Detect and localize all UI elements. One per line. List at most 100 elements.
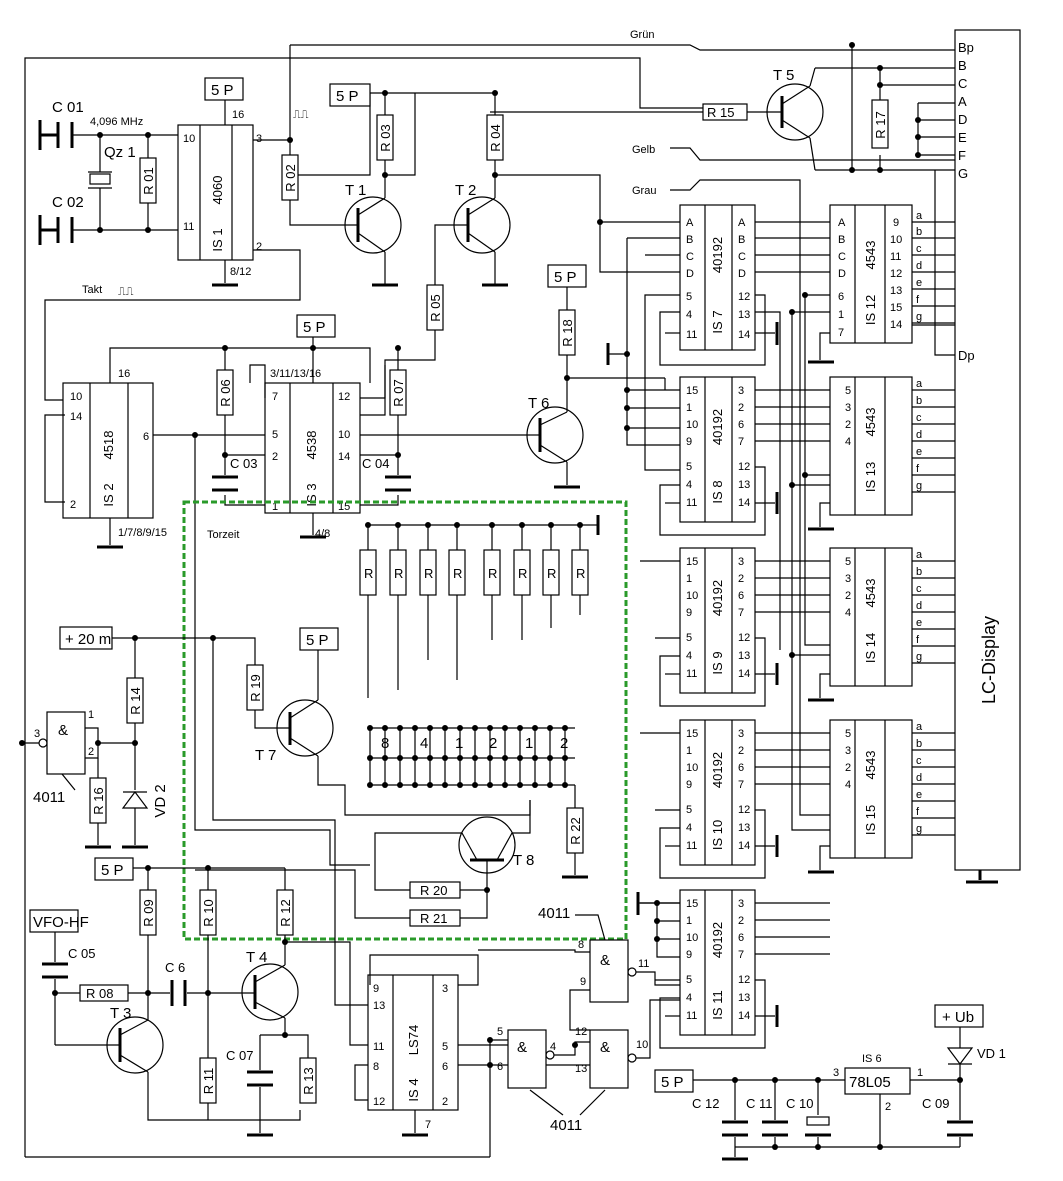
network-resistor: R (571, 522, 589, 615)
svg-text:1: 1 (917, 1067, 923, 1079)
segment-label: b (916, 738, 922, 750)
counter-bus-wires (606, 295, 830, 958)
pin-left: 10 (686, 590, 698, 602)
capacitor-c07: C 07 (226, 1048, 273, 1137)
decoder-name: IS 13 (863, 462, 878, 492)
pin-right: 7 (738, 436, 744, 448)
svg-text:14: 14 (338, 451, 350, 463)
svg-text:4011: 4011 (33, 789, 65, 806)
svg-text:3: 3 (34, 728, 40, 740)
junction (382, 782, 388, 788)
pin-c: C (958, 76, 967, 91)
svg-text:A: A (686, 217, 694, 229)
svg-text:11: 11 (183, 221, 194, 233)
transistor-t3: T 3 (106, 1005, 301, 1121)
pin-right: 6 (738, 419, 744, 431)
frame-wires (24, 44, 955, 1158)
resistor-label: R (547, 566, 556, 581)
pin-g: G (958, 166, 968, 181)
svg-text:R 09: R 09 (141, 899, 156, 926)
transistor-t1: T 1 (289, 182, 402, 287)
svg-text:4: 4 (686, 309, 692, 321)
svg-text:b: b (916, 226, 922, 238)
lc-display: LC-Display Bp B C A D E F G Dp (954, 29, 1021, 884)
capacitor-c03: C 03 (212, 456, 257, 492)
pin-right: 2 (738, 745, 744, 757)
segment-label: d (916, 772, 922, 784)
svg-text:R 03: R 03 (378, 124, 393, 151)
segment-label: c (916, 412, 922, 424)
junction (457, 725, 463, 731)
wire (659, 979, 766, 1049)
pin-left: 1 (686, 745, 692, 757)
pin-right: 2 (738, 402, 744, 414)
svg-text:R 07: R 07 (391, 379, 406, 406)
junction (457, 755, 463, 761)
svg-text:C 01: C 01 (52, 99, 84, 116)
pin-left: 2 (845, 419, 851, 431)
counter-name: IS 9 (710, 651, 725, 674)
pin-lower-right: 13 (738, 822, 750, 834)
pin-a: A (958, 94, 967, 109)
svg-text:9: 9 (580, 976, 586, 988)
transistor-t4: T 4 (241, 949, 309, 1070)
decoder-type: 4543 (863, 751, 878, 780)
svg-text:C: C (838, 251, 846, 263)
junction (562, 755, 568, 761)
pin-left: 15 (686, 728, 698, 740)
segment-label: a (916, 378, 923, 390)
takt-waveform-icon: ⎍⎍ (118, 286, 134, 298)
svg-text:11: 11 (373, 1041, 384, 1053)
junction (367, 725, 373, 731)
pin-left: 5 (845, 385, 851, 397)
pin-left: 10 (686, 762, 698, 774)
network-resistor: R (359, 522, 377, 698)
svg-text:13: 13 (738, 309, 750, 321)
pin-left: 15 (686, 556, 698, 568)
svg-text:B: B (686, 234, 693, 246)
resistor-label: R (453, 566, 462, 581)
pin-left: 5 (845, 556, 851, 568)
junction (472, 782, 478, 788)
pin-left: 15 (686, 385, 698, 397)
wire (659, 466, 766, 536)
svg-text:5 P: 5 P (211, 82, 234, 99)
pin-lower-right: 14 (738, 497, 750, 509)
segment-label: f (916, 806, 920, 818)
junction (367, 755, 373, 761)
wire (659, 809, 766, 879)
pin-left: 1 (686, 402, 692, 414)
counter-body (679, 719, 756, 866)
junction (532, 725, 538, 731)
svg-text:13: 13 (890, 285, 902, 297)
pin-right: 2 (738, 915, 744, 927)
segment-label: g (916, 480, 922, 492)
counter-type: 40192 (710, 752, 725, 788)
pin-right: 2 (738, 573, 744, 585)
svg-text:2: 2 (885, 1101, 891, 1113)
svg-text:D: D (838, 268, 846, 280)
segment-label: d (916, 600, 922, 612)
pin-left: 3 (845, 573, 851, 585)
resistor-r07: R 07 (389, 348, 407, 475)
svg-text:6: 6 (442, 1061, 448, 1073)
svg-text:+ Ub: + Ub (942, 1009, 974, 1026)
junction (427, 725, 433, 731)
svg-text:4011: 4011 (550, 1117, 582, 1134)
svg-text:5 P: 5 P (661, 1074, 684, 1091)
svg-text:D: D (738, 268, 746, 280)
counter-body (679, 547, 756, 694)
svg-text:R 20: R 20 (420, 883, 447, 898)
svg-text:12: 12 (575, 1026, 587, 1038)
ic-is1-4060: 4060 IS 1 10 11 3 2 16 8/12 5 P (44, 77, 301, 401)
resistor-r05: R 05 (426, 284, 444, 331)
pin-lower-right: 13 (738, 479, 750, 491)
junction (427, 755, 433, 761)
resistor-label: R (424, 566, 433, 581)
junction (382, 725, 388, 731)
svg-text:10: 10 (636, 1039, 648, 1051)
transistor-t2: T 2 (434, 182, 511, 287)
